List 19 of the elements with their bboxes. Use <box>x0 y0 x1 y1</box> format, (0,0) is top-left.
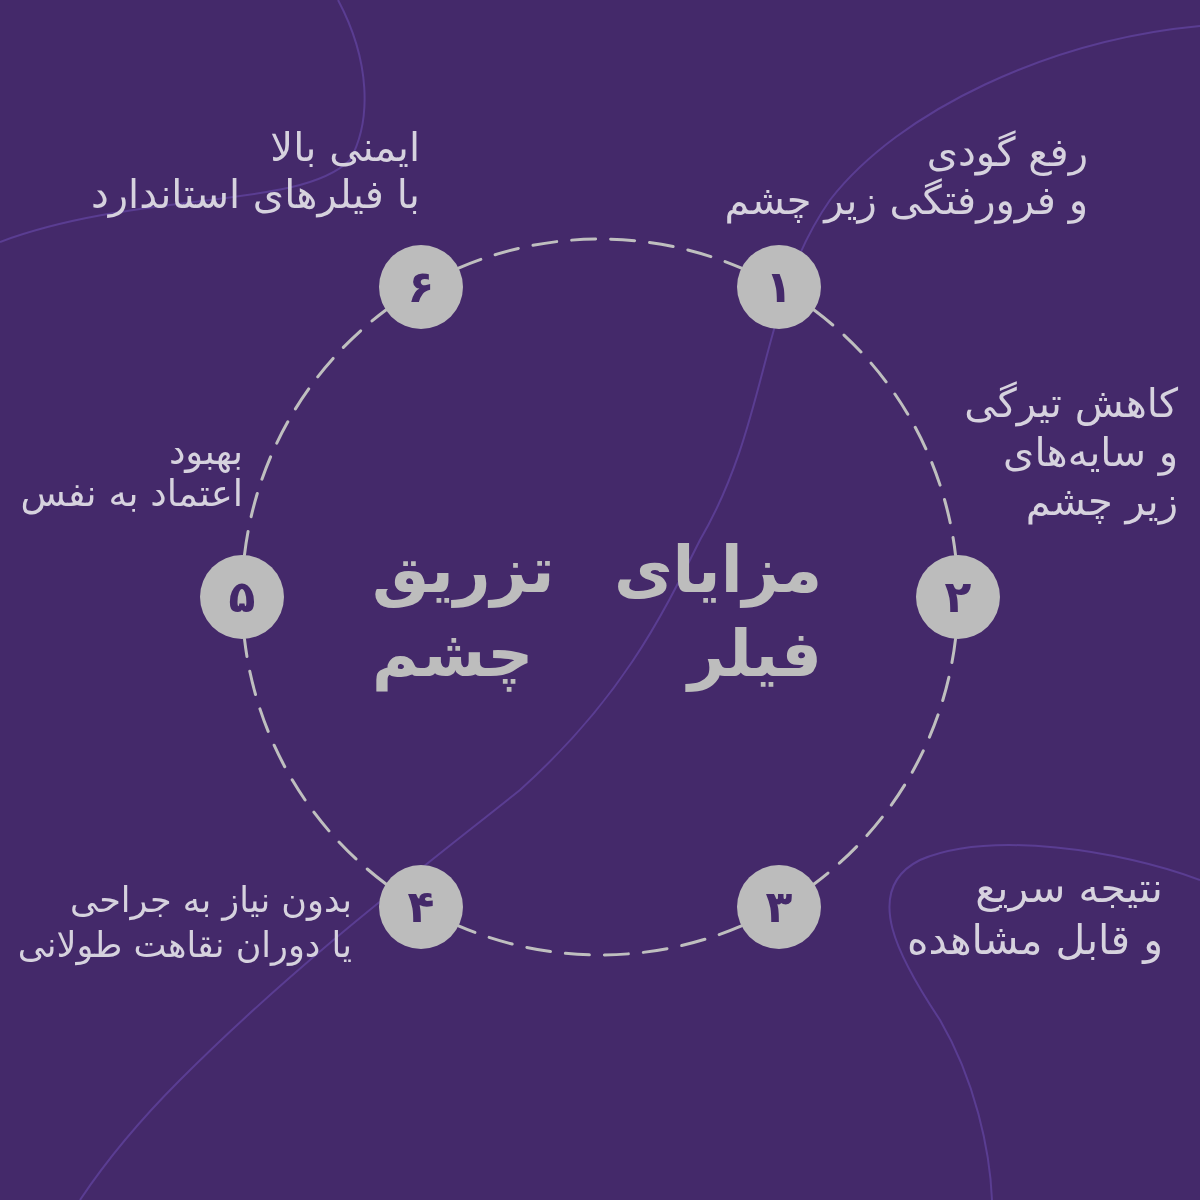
dashed-connector <box>242 308 388 557</box>
dashed-connector <box>812 637 958 886</box>
number-circle: ۴ <box>379 865 463 950</box>
benefit-text: نتیجه سریع و قابل مشاهده <box>906 863 1163 966</box>
title: مزایای تزریق فیلر چشم <box>372 532 822 694</box>
dashed-connector <box>457 924 743 956</box>
number-circle: ۳ <box>737 865 821 950</box>
number-circle: ۵ <box>200 555 284 639</box>
benefit-text: ایمنی بالا با فیلرهای استاندارد <box>90 124 420 218</box>
dashed-connector <box>242 637 388 886</box>
dashed-connector <box>812 308 958 557</box>
benefit-text: رفع گودی و فرورفتگی زیر چشم <box>724 128 1088 224</box>
benefit-text: بهبود اعتماد به نفس <box>20 431 243 515</box>
number-circle: ۶ <box>379 244 463 329</box>
number-circle: ۲ <box>916 555 1000 639</box>
dashed-connector <box>457 238 743 270</box>
benefit-text: بدون نیاز به جراحی یا دوران نقاهت طولانی <box>17 879 352 968</box>
benefit-text: کاهش تیرگی و سایه‌های زیر چشم <box>964 379 1178 526</box>
number-circle: ۱ <box>737 244 821 329</box>
